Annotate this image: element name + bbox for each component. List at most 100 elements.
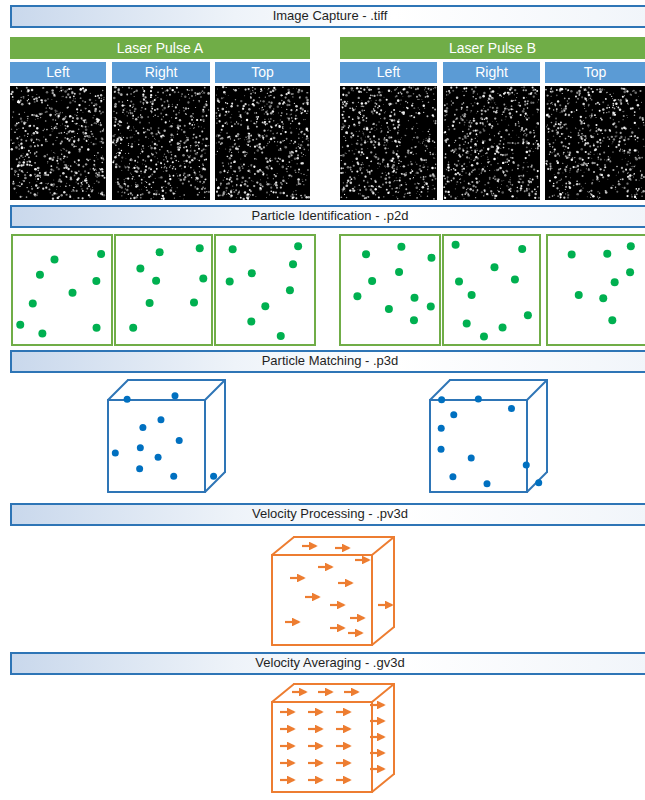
particle-speck <box>95 138 97 140</box>
particle-speck <box>162 195 164 197</box>
particle-speck <box>190 128 191 129</box>
particle-speck <box>307 92 309 94</box>
particle-speck <box>49 114 52 117</box>
particle-speck <box>271 159 273 161</box>
particle-speck <box>129 163 130 164</box>
particle-speck <box>291 114 292 115</box>
particle-speck <box>178 112 180 114</box>
particle-speck <box>301 131 303 133</box>
particle-speck <box>152 135 154 137</box>
particle-speck <box>21 183 23 185</box>
particle-speck <box>20 164 23 167</box>
particle-speck <box>159 177 160 178</box>
particle-speck <box>270 187 272 189</box>
particle-speck <box>240 124 242 126</box>
particle-speck <box>114 143 115 144</box>
particle-speck <box>218 110 219 111</box>
particle-speck <box>161 167 162 168</box>
particle-speck <box>272 191 274 193</box>
particle-speck <box>47 162 49 164</box>
particle-speck <box>45 139 47 141</box>
particle-speck <box>148 176 150 178</box>
particle-speck <box>239 171 240 172</box>
particle-speck <box>20 118 22 120</box>
particle-speck <box>262 137 264 139</box>
particle-speck <box>85 89 88 92</box>
particle-speck <box>89 135 90 136</box>
particle-speck <box>92 117 93 118</box>
particle-speck <box>166 187 167 188</box>
particle-speck <box>230 155 232 157</box>
particle-speck <box>51 89 54 92</box>
particle-speck <box>141 149 142 150</box>
particle-speck <box>196 159 198 161</box>
particle-speck <box>89 136 91 138</box>
particle-speck <box>135 165 136 166</box>
particle-speck <box>269 160 271 162</box>
particle-speck <box>297 91 299 93</box>
particle-speck <box>101 100 103 102</box>
particle-speck <box>262 186 264 188</box>
particle-speck <box>198 142 200 144</box>
particle-speck <box>189 174 191 176</box>
particle-speck <box>18 164 20 166</box>
particle-speck <box>96 176 98 178</box>
particle-speck <box>141 151 143 153</box>
particle-speck <box>154 147 156 149</box>
particle-speck <box>140 197 142 199</box>
particle-speck <box>83 107 85 109</box>
particle-speck <box>137 161 139 163</box>
particle-speck <box>46 171 48 173</box>
particle-speck <box>126 94 128 96</box>
particle-speck <box>188 156 190 158</box>
particle-speck <box>161 88 163 90</box>
particle-speck <box>275 124 277 126</box>
particle-speck <box>192 124 194 126</box>
particle-speck <box>194 188 196 190</box>
particle-speck <box>37 174 39 176</box>
particle-speck <box>287 92 289 94</box>
particle-speck <box>100 100 102 102</box>
particle-speck <box>291 194 292 195</box>
particle-speck <box>305 196 307 198</box>
particle-speck <box>261 188 262 189</box>
particle-speck <box>216 191 218 193</box>
particle-speck <box>14 124 16 126</box>
particle-speck <box>169 141 171 143</box>
particle-speck <box>277 141 278 142</box>
particle-speck <box>36 115 38 117</box>
particle-speck <box>291 140 293 142</box>
particle-speck <box>215 142 217 144</box>
particle-speck <box>58 196 60 198</box>
particle-speck <box>140 171 142 173</box>
particle-speck <box>244 183 246 185</box>
particle-speck <box>142 102 144 104</box>
particle-speck <box>94 108 97 111</box>
particle-speck <box>163 130 165 132</box>
particle-speck <box>296 109 298 111</box>
particle-speck <box>272 90 275 93</box>
particle-speck <box>46 129 48 131</box>
particle-speck <box>173 135 174 136</box>
particle-speck <box>167 182 170 185</box>
particle-speck <box>280 182 282 184</box>
particle-speck <box>161 198 162 199</box>
particle-speck <box>51 99 52 100</box>
particle-speck <box>307 144 310 147</box>
particle-speck <box>138 144 140 146</box>
particle-speck <box>154 156 155 157</box>
particle-speck <box>158 140 159 141</box>
particle-speck <box>95 156 97 158</box>
particle-speck <box>146 182 147 183</box>
particle-speck <box>73 187 74 188</box>
particle-speck <box>273 137 275 139</box>
particle-speck <box>234 143 236 145</box>
particle-speck <box>28 160 30 162</box>
particle-speck <box>68 107 69 108</box>
particle-speck <box>216 191 217 192</box>
particle-speck <box>56 186 57 187</box>
particle-speck <box>81 119 82 120</box>
particle-speck <box>125 166 127 168</box>
particle-speck <box>182 182 184 184</box>
particle-speck <box>50 168 52 170</box>
